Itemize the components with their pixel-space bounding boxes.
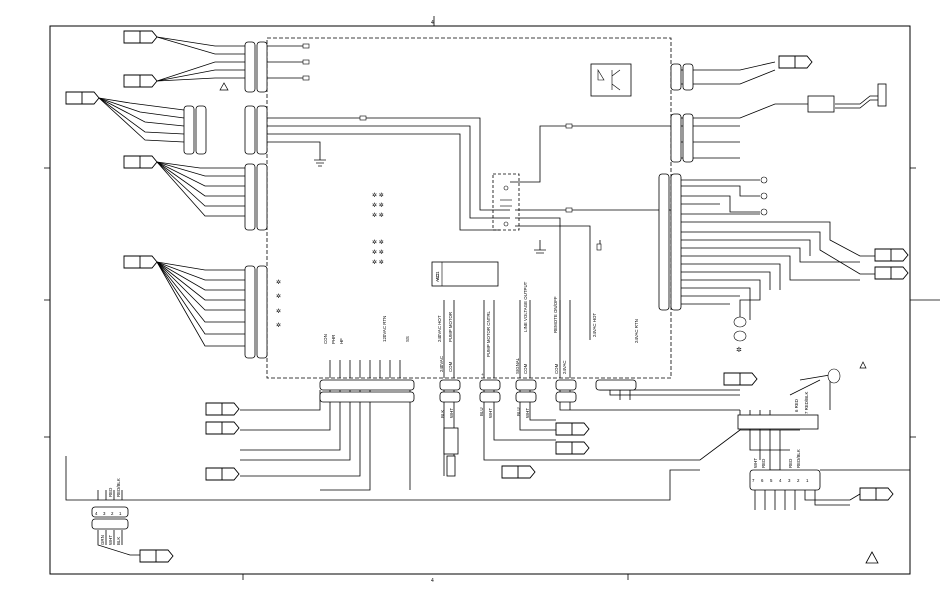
top-marker: 4: [431, 20, 434, 26]
warning-icon: [219, 82, 229, 91]
svg-text:✲ ✲: ✲ ✲: [372, 249, 384, 256]
wire-label-blk-2: BLK: [116, 537, 121, 545]
svg-text:✲: ✲: [276, 293, 281, 300]
connector-flag: [123, 74, 158, 88]
label-240vac-hot: 240VAC HOT: [437, 315, 442, 342]
connector-flag: [205, 421, 240, 435]
pin-number: 2: [111, 511, 114, 516]
svg-text:✲ ✲: ✲ ✲: [372, 212, 384, 219]
warning-icon: [865, 551, 879, 564]
pin-number: 5: [770, 478, 773, 483]
svg-text:✲ ✲: ✲ ✲: [372, 192, 384, 199]
connector-flag: [874, 266, 909, 280]
svg-text:✲: ✲: [276, 308, 281, 315]
wire-label-blu-2: BLU: [516, 407, 521, 416]
label-pump-motor-cntrl: PUMP MOTOR CNTRL: [486, 310, 491, 357]
label-24vac-hot: 24VAC HOT: [592, 313, 597, 337]
warning-icon: [859, 361, 867, 369]
pin-number: 3: [103, 511, 106, 516]
wire-label-7-red-blk: 7 RED/BLK: [804, 391, 809, 414]
connector-flag: [501, 465, 536, 479]
wire-label-wht-2: WHT: [488, 408, 493, 418]
svg-text:✲ ✲: ✲ ✲: [372, 239, 384, 246]
label-remote-on-off: REMOTE ON/OFF: [553, 296, 558, 333]
svg-text:✲ ✲: ✲ ✲: [372, 259, 384, 266]
connector-flag: [65, 91, 100, 105]
connector-flag: [205, 402, 240, 416]
wiring: [65, 36, 911, 556]
label-signal: SIGNAL: [515, 357, 520, 374]
svg-text:✲: ✲: [276, 279, 281, 286]
connector-flag: [205, 467, 240, 481]
label-line-voltage-output: LINE VOLTAGE OUTPUT: [523, 281, 528, 332]
label-plus: +: [481, 372, 484, 377]
label-pump-motor: PUMP MOTOR: [448, 312, 453, 342]
label-com: COM: [448, 361, 453, 372]
connector-flag: [555, 422, 590, 436]
wire-label-red-2: RED: [761, 459, 766, 468]
ground-icon: [534, 249, 546, 254]
connector-flag: [123, 155, 158, 169]
connector-flag: [555, 441, 590, 455]
wire-label-wht-3: WHT: [525, 408, 530, 418]
wire-label-wht-5: WHT: [753, 458, 758, 468]
pin-number: 3: [788, 478, 791, 483]
connector-flag: [859, 487, 894, 501]
pin-number: 4: [779, 478, 782, 483]
relay-box: [431, 261, 499, 287]
connector-flag: [874, 248, 909, 262]
wire-label-grn: GRN: [100, 535, 105, 545]
pin-number: 1: [119, 511, 122, 516]
pin-label-ss: SS: [405, 336, 410, 342]
pin-number: 7: [752, 478, 755, 483]
connector-flag: [778, 55, 813, 69]
ground-icon: [314, 159, 326, 167]
bottom-marker: 4: [431, 578, 434, 584]
pin-label-120vac-rtn: 120VAC RTN: [382, 316, 387, 342]
connector-flag: [123, 30, 158, 44]
label-com-remote: COM: [554, 363, 559, 374]
svg-text:✲: ✲: [276, 322, 281, 329]
relay-pin-ac1: AC1: [435, 271, 440, 280]
label-240vac: 240VAC: [439, 356, 444, 372]
label-24vac-rtn: 24VAC RTN: [634, 319, 639, 343]
wire-label-red-blk: RED/BLK: [116, 478, 121, 497]
wire-label-blk: BLK: [440, 410, 445, 418]
connector-flag: [723, 372, 758, 386]
indicator-icon: [733, 176, 841, 384]
pin-number: 4: [95, 511, 98, 516]
header-pins: [302, 43, 602, 251]
wire-label-red: RED: [108, 488, 113, 497]
label-24vac: 24VAC: [562, 360, 567, 374]
jumper-block: [492, 173, 520, 231]
wire-label-blu: BLU: [479, 407, 484, 416]
wire-label-6-red: 6 RED: [794, 399, 799, 412]
wire-label-red-blk-2: RED/BLK: [796, 449, 801, 468]
wire-label-red-3: RED: [788, 459, 793, 468]
connector-blocks: [91, 41, 887, 530]
connector-flag: [139, 549, 174, 563]
pin-number: 1: [806, 478, 809, 483]
wire-label-wht-4: WHT: [108, 535, 113, 545]
label-com-signal: COM: [523, 363, 528, 374]
pin-label-con: CON: [323, 334, 328, 344]
pin-number: 2: [797, 478, 800, 483]
pin-label-phr: PHR: [331, 335, 336, 344]
wire-label-wht: WHT: [449, 408, 454, 418]
optocoupler: [590, 63, 632, 97]
relay-pin-ac2: AC2: [435, 273, 440, 282]
indicator-icon: ✲: [736, 346, 742, 354]
pin-number: 6: [761, 478, 764, 483]
svg-text:✲ ✲: ✲ ✲: [372, 202, 384, 209]
pin-label-hf: HF: [339, 338, 344, 344]
indicator-icon: ✲ ✲ ✲ ✲ ✲ ✲ ✲ ✲ ✲ ✲ ✲ ✲ ✲ ✲ ✲ ✲: [276, 192, 384, 329]
connector-flag: [123, 255, 158, 269]
